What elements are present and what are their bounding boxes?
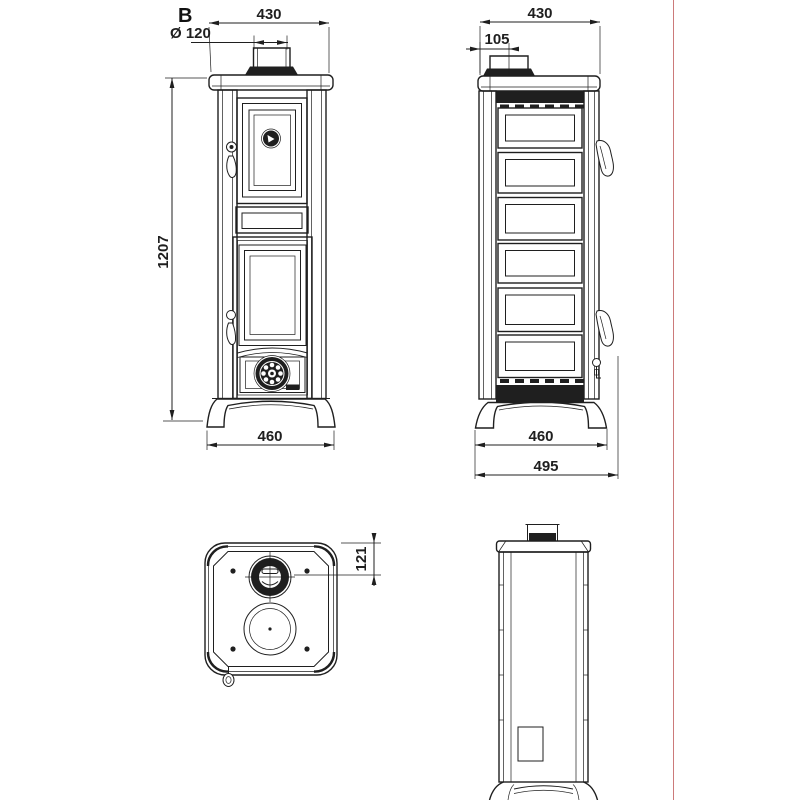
dim-top-flue-center-offset-label: 121 [353,546,370,571]
dim-front-flue-diameter: Ø 120 [170,25,288,50]
dim-top-flue-center-offset: 121 [294,533,381,586]
hotplate-icon [243,602,297,656]
base-rear [488,781,599,800]
rear-flue-outlet-cover [517,726,544,762]
body-rear [498,551,589,783]
dim-front-height-label: 1207 [155,235,172,268]
base-front [206,398,336,428]
dim-front-height: 1207 [155,77,207,422]
top-plate-side [477,75,601,92]
lower-door-latch [226,310,237,345]
body-columns-side [478,90,600,400]
dim-side-base-depth: 460 [474,428,608,479]
dim-side-base-depth-label: 460 [528,428,553,445]
top-heat-band [496,91,584,103]
plate-screws [230,568,310,652]
bottom-heat-band [496,385,584,402]
flue-stub-rear [525,524,560,542]
upper-door [226,97,308,205]
dim-front-flue-diameter-label: Ø 120 [170,25,211,42]
dim-side-flue-offset-label: 105 [484,31,509,48]
flue-collar-icon [245,552,295,602]
side-panels [497,107,583,379]
upper-door-latch [226,141,237,178]
air-control-rosette-icon [253,355,291,392]
dim-side-overall-depth: 495 [475,356,619,479]
side-view: 430 105 460 495 [466,5,619,479]
front-view: 430 Ø 120 1207 460 [155,6,336,450]
lower-door-handle-side [595,310,614,347]
dim-side-overall-depth-label: 495 [533,458,558,475]
top-plate-rear [495,540,592,553]
thermostat-knob-icon [261,128,281,149]
corner-pads [206,545,336,673]
latch-pin-side [592,358,601,379]
top-plate-front [208,74,334,91]
dim-front-top-width-label: 430 [256,6,281,23]
version-label: B [178,5,192,27]
dim-front-top-width: 430 [208,6,330,73]
top-view: 121 [204,533,381,687]
dim-side-flue-offset: 105 [466,31,519,76]
flue-pipe-front [245,47,298,75]
rear-view [488,524,599,800]
upper-door-handle-side [595,140,614,177]
dim-side-top-depth-label: 430 [527,5,552,22]
ash-drawer [235,206,309,234]
dim-front-base-width-label: 460 [257,428,282,445]
front-handle-top-view [222,666,235,687]
dim-front-base-width: 460 [206,428,335,450]
base-side [474,401,608,429]
lower-door [226,236,313,400]
dim-side-top-depth: 430 [479,5,601,74]
